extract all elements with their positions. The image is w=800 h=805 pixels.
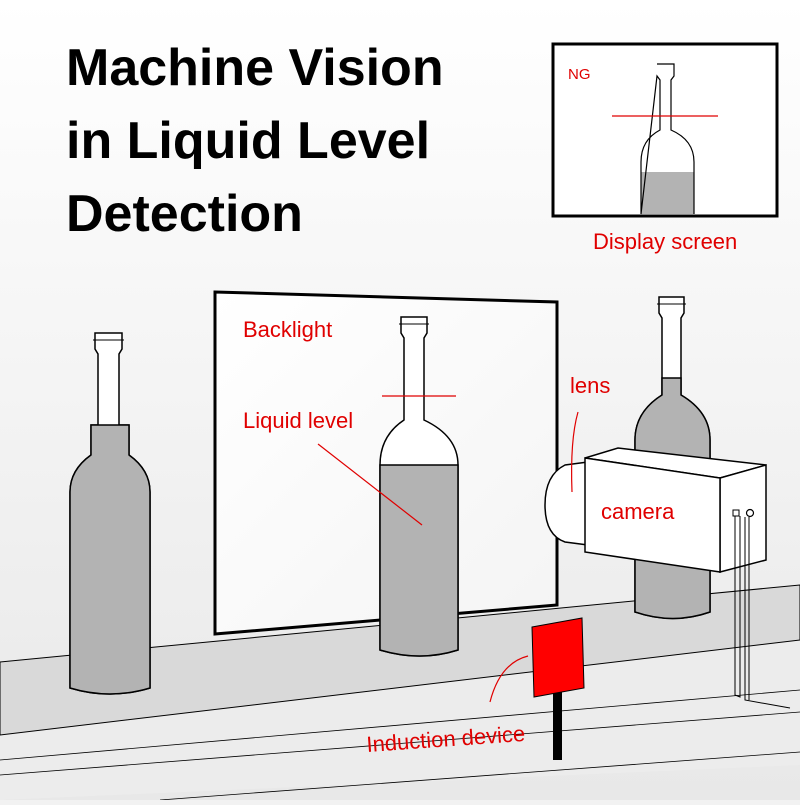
camera (544, 447, 791, 709)
belt-edge-1 (0, 689, 800, 761)
camera-cable-1 (734, 516, 741, 698)
title-line-3: Detection (66, 185, 303, 243)
display-bottle-outline (640, 63, 695, 215)
title-line-2: in Liquid Level (66, 112, 430, 170)
bottle-left (69, 332, 151, 695)
display-screen-label: Display screen (593, 229, 737, 254)
lens-label: lens (570, 373, 610, 398)
camera-connector-1 (732, 509, 740, 517)
belt-edge-2 (0, 711, 800, 776)
induction-leader (489, 655, 529, 703)
camera-lens (544, 461, 589, 546)
belt-edge-3 (159, 751, 800, 801)
liquid-level-leader (317, 443, 423, 526)
camera-front (584, 457, 721, 573)
title-line-1: Machine Vision (66, 39, 444, 97)
induction-device-sensor (531, 617, 585, 698)
belt-top (0, 584, 800, 736)
liquid-level-label: Liquid level (243, 408, 353, 433)
camera-side (719, 464, 767, 573)
camera-cable-2 (744, 517, 791, 709)
conveyor-belt (0, 584, 800, 801)
backlight-label: Backlight (243, 317, 332, 342)
induction-device (531, 617, 585, 760)
bottle-left-liquid (69, 424, 151, 695)
camera-connector-2 (745, 508, 755, 518)
camera-label: camera (601, 499, 675, 524)
display-status: NG (568, 66, 591, 83)
display-bottle-liquid (641, 172, 694, 214)
lens-leader (571, 411, 579, 493)
bottle-middle-liquid (379, 464, 459, 657)
display-screen: NG (551, 42, 779, 218)
induction-device-post (553, 690, 562, 760)
bottle-middle (379, 316, 459, 657)
